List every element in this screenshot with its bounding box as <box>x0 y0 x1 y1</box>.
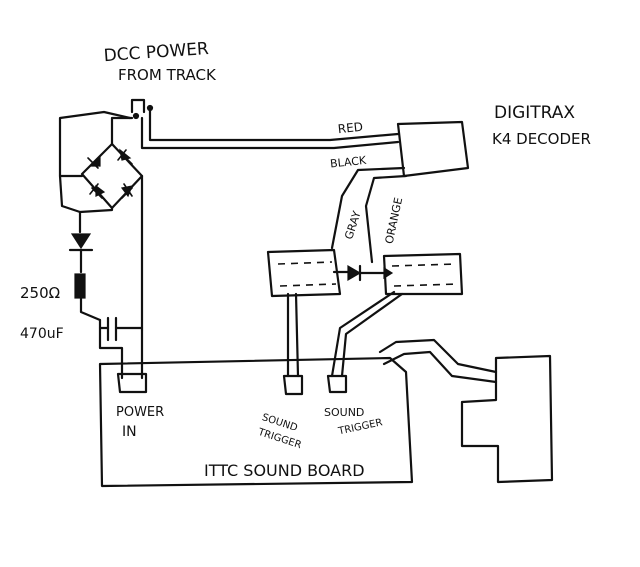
sound-trigger-2-line1: SOUND <box>324 406 364 419</box>
wire-black-label: BLACK <box>329 154 367 171</box>
sound-board-label: ITTC SOUND BOARD <box>204 461 365 480</box>
capacitor <box>98 316 144 380</box>
dcc-power-label-line1: DCC POWER <box>103 39 210 66</box>
trigger-blocks <box>266 248 464 298</box>
bridge-rectifier <box>58 110 144 332</box>
wire-gray-label: GRAY <box>342 209 363 241</box>
decoder-label-line1: DIGITRAX <box>494 103 575 123</box>
power-in-label-line1: POWER <box>116 405 164 420</box>
sound-board <box>98 356 414 488</box>
decoder-output-wires <box>330 166 408 264</box>
sound-trigger-2-line2: TRIGGER <box>336 417 383 437</box>
decoder-box <box>396 120 470 178</box>
track-power-terminals <box>130 98 154 120</box>
wire-red-label: RED <box>337 120 363 137</box>
decoder-label-line2: K4 DECODER <box>492 130 591 148</box>
speaker <box>378 338 554 484</box>
resistor <box>74 273 102 322</box>
dcc-power-label-line2: FROM TRACK <box>118 66 217 84</box>
capacitor-label: 470uF <box>20 326 64 342</box>
board-terminals <box>116 372 348 396</box>
track-wires <box>140 108 400 150</box>
power-in-label-line2: IN <box>122 424 137 440</box>
resistor-label: 250Ω <box>20 284 60 302</box>
diode <box>68 233 94 274</box>
wire-orange-label: ORANGE <box>383 196 406 245</box>
